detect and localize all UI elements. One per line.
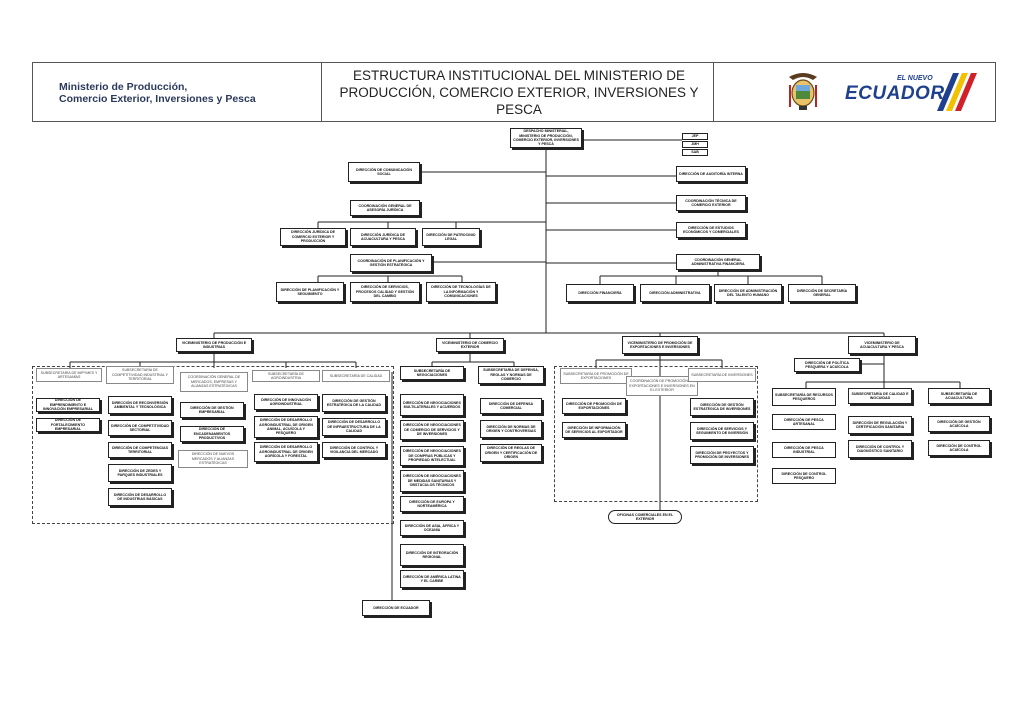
direccion-reconversion-box: DIRECCIÓN DE RECONVERSIÓN AMBIENTAL Y TE… [108, 396, 172, 414]
direccion-servicios-inversiones-box: DIRECCIÓN DE NEGOCIACIONES DE COMERCIO D… [400, 420, 464, 440]
subsecretaria-defensa-box: SUBSECRETARÍA DE DEFENSA, REGLAS Y NORMA… [478, 366, 544, 384]
direccion-seguimiento-inversion-box: DIRECCIÓN DE SERVICIOS Y SEGUIMIENTO DE … [690, 422, 754, 440]
direccion-encadenamientos-box: DIRECCIÓN DE ENCADENAMIENTOS PRODUCTIVOS [180, 426, 244, 442]
direccion-proyectos-inversiones-box: DIRECCIÓN DE PROYECTOS Y PROMOCIÓN DE IN… [690, 446, 754, 464]
direccion-fortalecimiento-box: DIRECCIÓN DE FORTALECIMIENTO EMPRESARIAL [36, 418, 100, 432]
direccion-compras-publicas-box: DIRECCIÓN DE NEGOCIACIONES DE COMPRAS PÚ… [400, 446, 464, 466]
despacho-ministerial-box: DESPACHO MINISTERIAL, MINISTERIO DE PROD… [510, 128, 582, 148]
coat-of-arms-icon [789, 73, 817, 110]
secretaria-general-box: DIRECCIÓN DE SECRETARÍA GENERAL [788, 284, 856, 302]
logo-small-text: EL NUEVO [897, 75, 933, 82]
title-line-2: PRODUCCIÓN, COMERCIO EXTERIOR, INVERSION… [339, 85, 699, 100]
ministry-name: Ministerio de Producción, Comercio Exter… [59, 81, 256, 105]
direccion-industrias-basicas-box: DIRECCIÓN DE DESARROLLO DE INDUSTRIAS BÁ… [108, 488, 172, 506]
subsecretaria-promocion-box: SUBSECRETARÍA DE PROMOCIÓN DE EXPORTACIO… [560, 368, 632, 384]
direccion-defensa-comercial-box: DIRECCIÓN DE DEFENSA COMERCIAL [480, 398, 542, 414]
direccion-agroindustrial-agricola-box: DIRECCIÓN DE DESARROLLO AGROINDUSTRIAL D… [254, 442, 318, 462]
direccion-competencias-box: DIRECCIÓN DE COMPETENCIAS TERRITORIAL [108, 442, 172, 458]
subsecretaria-inocuidad-box: SUBSECRETARÍA DE CALIDAD E INOCUIDAD [848, 388, 912, 404]
el-nuevo-ecuador-logo: EL NUEVO ECUADOR [825, 67, 985, 117]
talento-humano-box: DIRECCIÓN DE ADMINISTRACIÓN DEL TALENTO … [714, 284, 782, 302]
logo-main-text: ECUADOR [845, 83, 945, 104]
oficinas-comerciales-box: OFICINAS COMERCIALES EN EL EXTERIOR [608, 510, 682, 524]
politica-pesquera-box: DIRECCIÓN DE POLÍTICA PESQUERA Y ACUÍCOL… [794, 358, 860, 372]
direccion-regulacion-sanitaria-box: DIRECCIÓN DE REGULACIÓN Y CERTIFICACIÓN … [848, 416, 912, 434]
patrocinio-legal-box: DIRECCIÓN DE PATROCINIO LEGAL [422, 228, 480, 246]
direccion-reglas-origen-box: DIRECCIÓN DE REGLAS DE ORIGEN Y CERTIFIC… [480, 444, 542, 462]
subsecretaria-mipymes-box: SUBSECRETARÍA DE MIPYMES Y ARTESANÍAS [36, 368, 102, 382]
direccion-control-pesquero-box: DIRECCIÓN DE CONTROL PESQUERO [772, 468, 836, 484]
header-frame: Ministerio de Producción, Comercio Exter… [32, 62, 996, 122]
direccion-normas-origen-box: DIRECCIÓN DE NORMAS DE ORIGEN Y CONTROVE… [480, 420, 542, 438]
direccion-ecuador-box: DIRECCIÓN DE ECUADOR [362, 600, 430, 616]
promocion-group [554, 366, 758, 502]
viceministerio-comercio-box: VICEMINISTERIO DE COMERCIO EXTERIOR [436, 338, 504, 352]
viceministerio-acuacultura-box: VICEMINISTERIO DE ACUACULTURA Y PESCA [848, 336, 916, 354]
planificacion-seguimiento-box: DIRECCIÓN DE PLANIFICACIÓN Y SEGUIMIENTO [276, 282, 344, 302]
coordinacion-mercados-box: COORDINACIÓN GENERAL DE MERCADOS, EMPRES… [180, 372, 248, 392]
ministry-line-1: Ministerio de Producción, [59, 81, 188, 93]
direccion-europa-box: DIRECCIÓN DE EUROPA Y NORTEAMÉRICA [400, 496, 464, 512]
subsecretaria-recursos-pesqueros-box: SUBSECRETARÍA DE RECURSOS PESQUEROS [772, 388, 836, 406]
direccion-promocion-exportaciones-box: DIRECCIÓN DE PROMOCIÓN DE EXPORTACIONES [562, 398, 626, 414]
direccion-pesca-industrial-box: DIRECCIÓN DE PESCA INDUSTRIAL [772, 442, 836, 458]
page-title: ESTRUCTURA INSTITUCIONAL DEL MINISTERIO … [329, 67, 709, 118]
servicios-procesos-box: DIRECCIÓN DE SERVICIOS, PROCESOS CALIDAD… [350, 282, 420, 302]
viceministerio-promocion-box: VICEMINISTERIO DE PROMOCIÓN DE EXPORTACI… [622, 336, 698, 354]
header-divider [321, 63, 322, 121]
direccion-multilaterales-box: DIRECCIÓN DE NEGOCIACIONES MULTILATERALE… [400, 394, 464, 416]
subsecretaria-negociaciones-box: SUBSECRETARÍA DE NEGOCIACIONES [400, 366, 464, 380]
direccion-gestion-acuicola-box: DIRECCIÓN DE GESTIÓN ACUÍCOLA [928, 416, 990, 432]
direccion-innovacion-agroindustrial-box: DIRECCIÓN DE INNOVACIÓN AGROINDUSTRIAL [254, 394, 318, 410]
direccion-nuevos-mercados-box: DIRECCIÓN DE NUEVOS MERCADOS Y ALIANZAS … [178, 450, 248, 468]
direccion-financiera-box: DIRECCIÓN FINANCIERA [566, 284, 634, 302]
direccion-control-mercado-box: DIRECCIÓN DE CONTROL Y VIGILANCIA DEL ME… [322, 442, 386, 458]
direccion-control-acuicola-box: DIRECCIÓN DE CONTROL ACUÍCOLA [928, 440, 990, 456]
viceministerio-produccion-box: VICEMINISTERIO DE PRODUCCIÓN E INDUSTRIA… [176, 338, 252, 352]
comunicacion-social-box: DIRECCIÓN DE COMUNICACIÓN SOCIAL [348, 162, 420, 182]
direccion-integracion-regional-box: DIRECCIÓN DE INTEGRACIÓN REGIONAL [400, 544, 464, 566]
planificacion-gestion-box: COORDINACIÓN DE PLANIFICACIÓN Y GESTIÓN … [350, 254, 432, 272]
direccion-competitividad-box: DIRECCIÓN DE COMPETITIVIDAD SECTORIAL [108, 420, 172, 436]
direccion-zedes-box: DIRECCIÓN DE ZEDES Y PARQUES INDUSTRIALE… [108, 464, 172, 482]
side-box-jmh: JMH [682, 141, 708, 148]
subsecretaria-calidad-box: SUBSECRETARÍA DE CALIDAD [322, 370, 390, 382]
direccion-agroindustrial-animal-box: DIRECCIÓN DE DESARROLLO AGROINDUSTRIAL D… [254, 416, 318, 438]
produccion-group [32, 366, 394, 524]
estudios-economicos-box: DIRECCIÓN DE ESTUDIOS ECONÓMICOS Y COMER… [676, 222, 746, 238]
direccion-diagnostico-sanitario-box: DIRECCIÓN DE CONTROL Y DIAGNÓSTICO SANIT… [848, 440, 912, 458]
direccion-servicios-exportador-box: DIRECCIÓN DE INFORMACIÓN DE SERVICIOS AL… [562, 422, 626, 438]
ministry-line-2: Comercio Exterior, Inversiones y Pesca [59, 93, 256, 105]
direccion-juridica-pesca-box: DIRECCIÓN JURÍDICA DE ACUACULTURA Y PESC… [350, 228, 416, 246]
header-divider [713, 63, 714, 121]
direccion-asia-box: DIRECCIÓN DE ASIA, ÁFRICA Y OCEANÍA [400, 520, 464, 536]
direccion-america-latina-box: DIRECCIÓN DE AMÉRICA LATINA Y EL CARIBE [400, 570, 464, 588]
tecnologias-informacion-box: DIRECCIÓN DE TECNOLOGÍAS DE LA INFORMACI… [426, 282, 496, 302]
direccion-medidas-sanitarias-box: DIRECCIÓN DE NEGOCIACIONES DE MEDIDAS SA… [400, 470, 464, 492]
title-line-1: ESTRUCTURA INSTITUCIONAL DEL MINISTERIO … [352, 68, 686, 83]
subsecretaria-inversiones-box: SUBSECRETARÍA DE INVERSIONES [688, 368, 756, 382]
asesoria-juridica-box: COORDINACIÓN GENERAL DE ASESORÍA JURÍDIC… [350, 200, 420, 216]
auditoria-interna-box: DIRECCIÓN DE AUDITORÍA INTERNA [676, 166, 746, 182]
title-line-3: PESCA [496, 102, 542, 117]
side-box-sab: SAB [682, 149, 708, 156]
direccion-emprendimiento-box: DIRECCIÓN DE EMPRENDIMIENTO E INNOVACIÓN… [36, 398, 100, 412]
direccion-pesca-artesanal-box: DIRECCIÓN DE PESCA ARTESANAL [772, 414, 836, 430]
direccion-gestion-inversiones-box: DIRECCIÓN DE GESTIÓN ESTRATÉGICA DE INVE… [690, 398, 754, 416]
subsecretaria-competitividad-box: SUBSECRETARÍA DE COMPETITIVIDAD INDUSTRI… [106, 366, 174, 384]
subsecretaria-acuacultura-box: SUBSECRETARÍA DE ACUACULTURA [928, 388, 990, 404]
direccion-gestion-empresarial-box: DIRECCIÓN DE GESTIÓN EMPRESARIAL [180, 402, 244, 418]
administrativa-financiera-box: COORDINACIÓN GENERAL ADMINISTRATIVA FINA… [676, 254, 760, 270]
flag-stripes-icon [937, 73, 977, 111]
direccion-administrativa-box: DIRECCIÓN ADMINISTRATIVA [640, 284, 710, 302]
direccion-infraestructura-calidad-box: DIRECCIÓN DE DESARROLLO DE INFRAESTRUCTU… [322, 418, 386, 436]
coordinacion-exterior-box: COORDINACIÓN DE PROMOCIÓN DE EXPORTACION… [626, 376, 698, 396]
subsecretaria-agroindustria-box: SUBSECRETARÍA DE AGROINDUSTRIA [252, 370, 320, 382]
direccion-gestion-calidad-box: DIRECCIÓN DE GESTIÓN ESTRATÉGICA DE LA C… [322, 394, 386, 412]
side-box-jep: JEP [682, 133, 708, 140]
direccion-juridica-comercio-box: DIRECCIÓN JURÍDICA DE COMERCIO EXTERIOR … [280, 228, 346, 246]
coordinacion-tecnica-box: COORDINACIÓN TÉCNICA DE COMERCIO EXTERIO… [676, 195, 746, 211]
